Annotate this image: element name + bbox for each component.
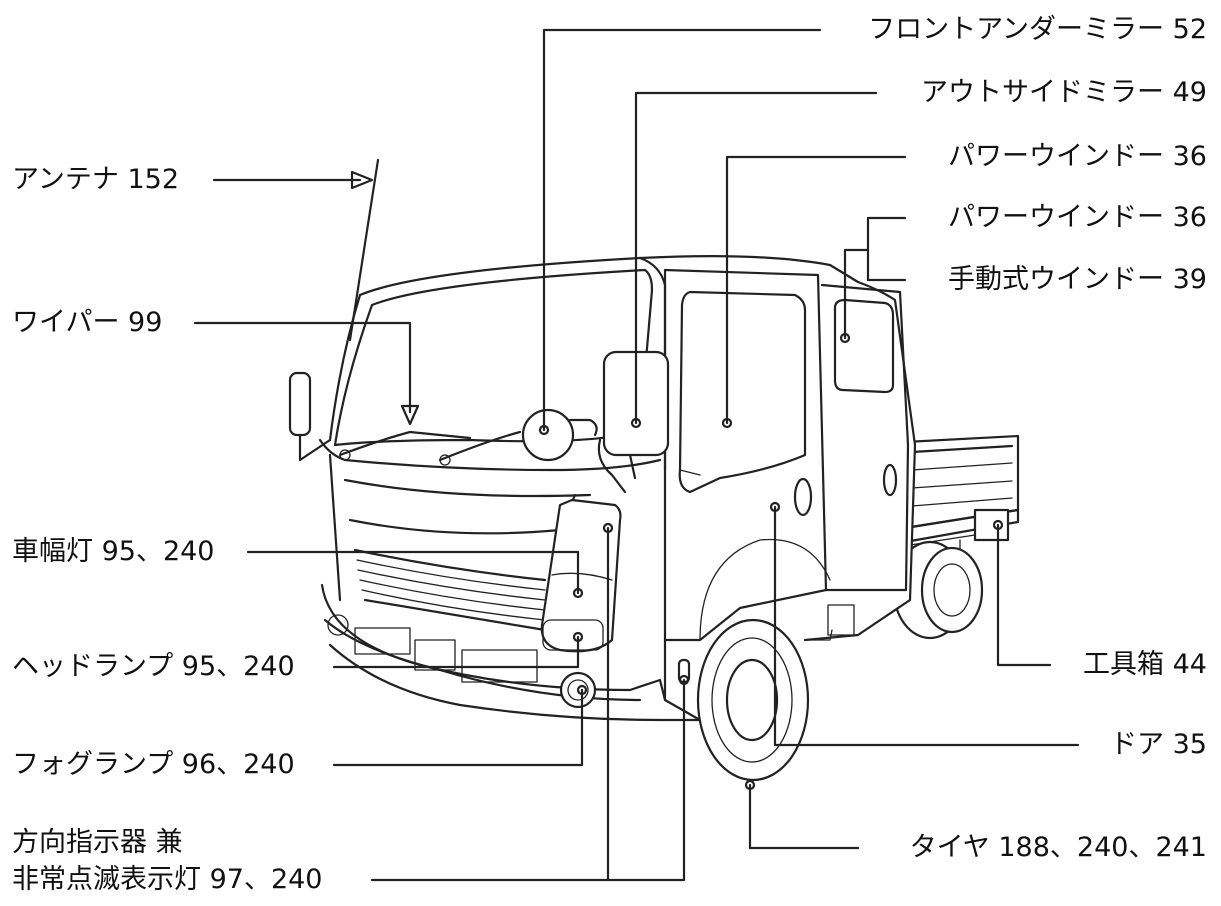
label-turn-signal-line1: 方向指示器 兼 bbox=[12, 827, 183, 858]
dot-icon bbox=[602, 522, 614, 534]
label-tire: タイヤ 188、240、241 bbox=[909, 832, 1207, 863]
dot-icon bbox=[576, 684, 588, 696]
dot-icon bbox=[572, 631, 584, 643]
label-door: ドア 35 bbox=[1110, 729, 1207, 760]
label-outside-mirror: アウトサイドミラー 49 bbox=[921, 77, 1207, 108]
label-antenna: アンテナ 152 bbox=[12, 164, 180, 195]
label-manual-window: 手動式ウインドー 39 bbox=[948, 264, 1207, 295]
dot-icon bbox=[839, 332, 851, 344]
cab-body bbox=[288, 255, 917, 782]
dot-icon bbox=[744, 779, 756, 791]
leader-dots bbox=[538, 332, 1004, 791]
label-front-under-mirror: フロントアンダーミラー 52 bbox=[868, 14, 1207, 45]
arrow-icon bbox=[400, 404, 420, 426]
label-power-window-front: パワーウインドー 36 bbox=[948, 141, 1207, 172]
label-wiper: ワイパー 99 bbox=[12, 307, 163, 338]
cargo-bed bbox=[903, 434, 1020, 576]
leader-lines bbox=[193, 28, 1080, 882]
dot-icon bbox=[630, 417, 642, 429]
label-tool-box: 工具箱 44 bbox=[1083, 649, 1207, 680]
label-power-window-rear: パワーウインドー 36 bbox=[948, 202, 1207, 233]
label-clearance-lamp: 車幅灯 95、240 bbox=[12, 536, 215, 567]
dot-icon bbox=[678, 674, 690, 686]
dot-icon bbox=[572, 587, 584, 599]
label-fog-lamp: フォグランプ 96、240 bbox=[12, 749, 295, 780]
arrow-icon bbox=[350, 170, 374, 190]
label-turn-signal-line2: 非常点滅表示灯 97、240 bbox=[12, 864, 323, 895]
dot-icon bbox=[721, 417, 733, 429]
dot-icon bbox=[538, 424, 550, 436]
dot-icon bbox=[769, 501, 781, 513]
dot-icon bbox=[992, 519, 1004, 531]
label-headlamp: ヘッドランプ 95、240 bbox=[12, 651, 295, 682]
